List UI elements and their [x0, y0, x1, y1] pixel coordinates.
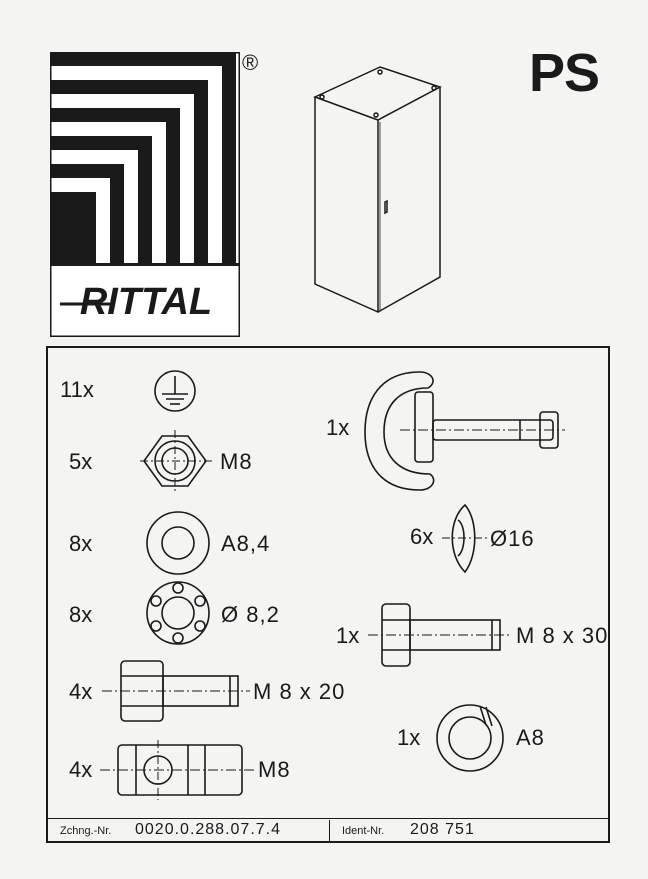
part-spec: M8: [220, 449, 253, 474]
double-bit-key-icon: [364, 371, 565, 491]
plug-cap-icon: [442, 503, 490, 574]
part-qty: 4x: [69, 757, 93, 782]
ident-number-label: Ident-Nr.: [342, 825, 385, 837]
part-spec: A8: [516, 725, 545, 750]
drawing-number: 0020.0.288.07.7.4: [135, 821, 282, 838]
part-spec: A8,4: [221, 531, 271, 556]
part-qty: 1x: [397, 725, 421, 750]
part-qty: 1x: [336, 623, 360, 648]
spring-washer-icon: [436, 704, 504, 772]
part-spec: M 8 x 20: [253, 679, 346, 704]
earth-symbol-icon: [154, 370, 196, 412]
part-qty: 4x: [69, 679, 93, 704]
footer-divider: [48, 818, 608, 819]
rittal-logo: RITTAL: [50, 52, 240, 337]
hex-bolt-icon: [368, 603, 510, 667]
footer-separator: [329, 820, 330, 842]
part-spec: M8: [258, 757, 291, 782]
part-spec: Ø16: [490, 526, 535, 551]
hex-nut-icon: [140, 430, 214, 492]
hex-bolt-icon: [102, 660, 250, 722]
registered-mark: ®: [242, 50, 259, 75]
part-qty: 1x: [326, 415, 350, 440]
part-qty: 5x: [69, 449, 93, 474]
part-qty: 8x: [69, 531, 93, 556]
flat-washer-icon: [146, 511, 210, 575]
parts-list-frame: [46, 346, 610, 843]
product-code: PS: [529, 43, 600, 103]
enclosure-cabinet-drawing: [313, 66, 442, 314]
part-qty: 11x: [60, 377, 94, 402]
part-spec: Ø 8,2: [221, 602, 280, 627]
part-qty: 6x: [410, 524, 434, 549]
drawing-number-label: Zchng.-Nr.: [60, 825, 112, 837]
part-qty: 8x: [69, 602, 93, 627]
serrated-washer-icon: [146, 581, 210, 645]
square-nut-icon: [100, 740, 255, 800]
brand-wordmark: RITTAL: [80, 281, 212, 323]
part-spec: M 8 x 30: [516, 623, 609, 648]
ident-number: 208 751: [410, 821, 475, 838]
